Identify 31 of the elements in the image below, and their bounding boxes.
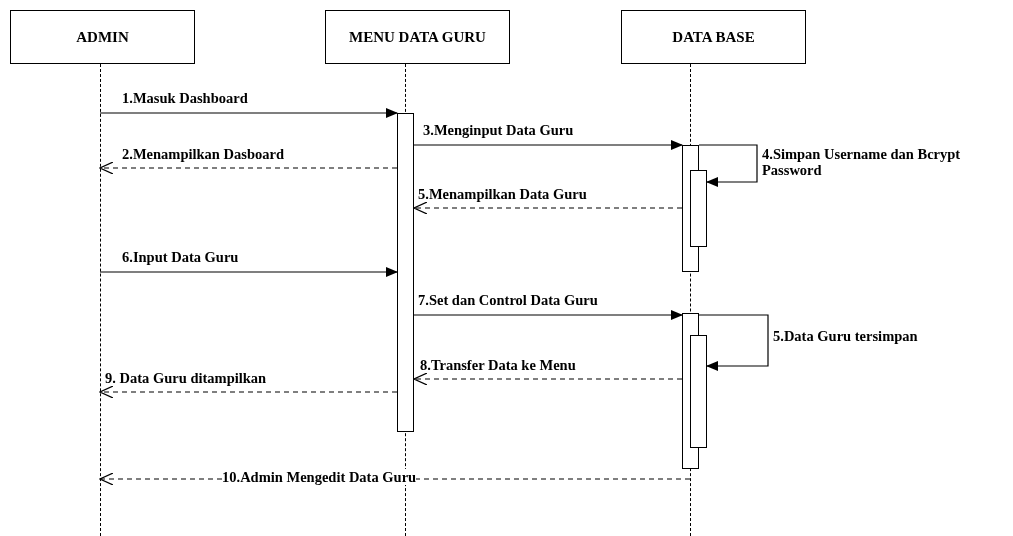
message-label: 3.Menginput Data Guru [423,122,574,138]
message-label: 4.Simpan Username dan Bcrypt Password [762,146,962,178]
activation-bar [690,170,707,247]
message-label: 5.Menampilkan Data Guru [418,186,587,202]
message-label: 2.Menampilkan Dasboard [122,146,284,162]
lifeline [100,64,102,536]
message-arrow [99,267,398,277]
return-message-arrow [413,372,683,386]
return-message-arrow [99,385,398,399]
message-arrow [413,310,683,320]
message-arrow [99,108,398,118]
participant-box [621,10,806,64]
self-message-arrow [698,144,758,187]
participant-box [325,10,510,64]
message-label: 9. Data Guru ditampilkan [105,370,267,386]
message-label: 10.Admin Mengedit Data Guru [222,469,417,485]
participant-name: ADMIN [76,28,129,46]
message-arrow [413,140,683,150]
participant-name: DATA BASE [672,28,755,46]
participant-name: MENU DATA GURU [349,28,486,46]
return-message-arrow [413,201,683,215]
message-label: 8.Transfer Data ke Menu [420,357,576,373]
message-label: 6.Input Data Guru [122,249,239,265]
participant-box [10,10,195,64]
message-label: 5.Data Guru tersimpan [773,328,919,344]
activation-bar [397,113,414,432]
activation-bar [690,335,707,448]
return-message-arrow [99,161,398,175]
self-message-arrow [698,314,769,371]
message-label: 7.Set dan Control Data Guru [418,292,598,308]
message-label: 1.Masuk Dashboard [122,90,248,106]
